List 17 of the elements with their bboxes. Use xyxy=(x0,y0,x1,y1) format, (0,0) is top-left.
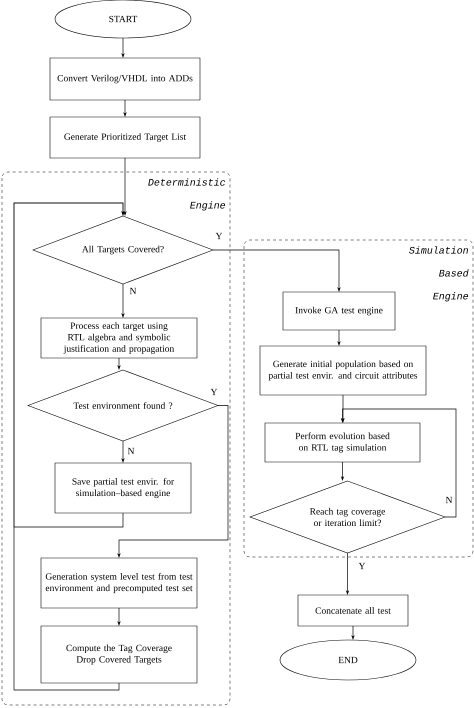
edge-label: Y xyxy=(210,388,218,396)
edge-label: N xyxy=(128,286,138,296)
process-box: Concatenate all test xyxy=(298,594,408,626)
edge-label: Y xyxy=(358,562,366,570)
process-box: Generate initial population based on partial test envir. and circuit attributes xyxy=(260,346,426,396)
edge-label: Y xyxy=(214,232,224,240)
edge-label: N xyxy=(444,496,454,504)
process-box: Save partial test envir. for simulation–based engine xyxy=(54,462,192,514)
process-box: Process each target using RTL algebra and symbolic justification and propagation xyxy=(40,318,198,358)
process-box: Compute the Tag Coverage Drop Covered Targets xyxy=(40,626,198,684)
process-box: Generation system level test from test environment and precomputed test set xyxy=(40,558,198,608)
process-box: Generate Prioritized Target List xyxy=(50,116,200,158)
process-box: Invoke GA test engine xyxy=(282,292,396,330)
arrow xyxy=(14,202,125,690)
process-box: Perform evolution based on RTL tag simulation xyxy=(264,422,420,462)
process-box: Convert Verilog/VHDL into ADDs xyxy=(50,58,200,100)
edge-label: N xyxy=(126,446,136,456)
